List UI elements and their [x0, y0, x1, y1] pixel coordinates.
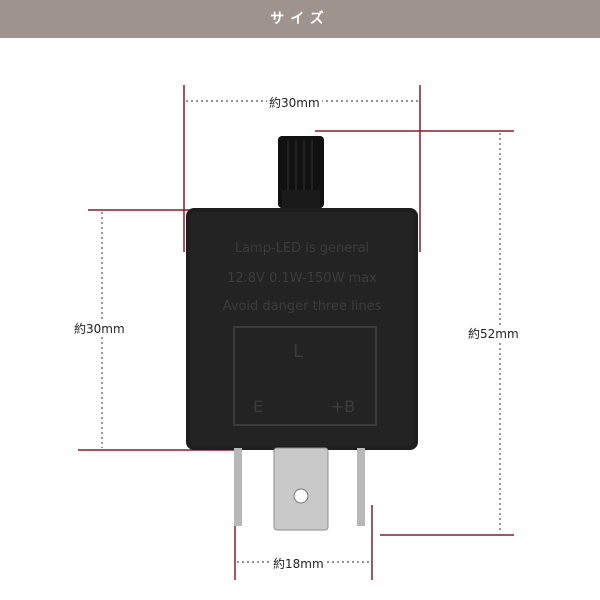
terminal-frame [233, 326, 377, 426]
device-text-line2: 12.8V 0.1W-150W max [227, 271, 377, 286]
device-text-line1: Lamp-LED is general [235, 241, 369, 256]
pin-left [234, 448, 242, 526]
pin-spacing-label: 約18mm [271, 555, 326, 572]
section-header: サイズ [0, 0, 600, 38]
pin-center-hole [293, 488, 309, 504]
terminal-l-label: L [293, 341, 303, 362]
device-text-line3: Avoid danger three lines [223, 299, 382, 314]
height-total-label: 約52mm [466, 325, 521, 342]
width-label: 約30mm [267, 94, 322, 111]
pin-right [357, 448, 365, 526]
height-body-label: 約30mm [72, 320, 127, 337]
terminal-e-label: E [253, 397, 263, 416]
section-title: サイズ [270, 11, 330, 27]
terminal-b-label: +B [331, 397, 355, 416]
